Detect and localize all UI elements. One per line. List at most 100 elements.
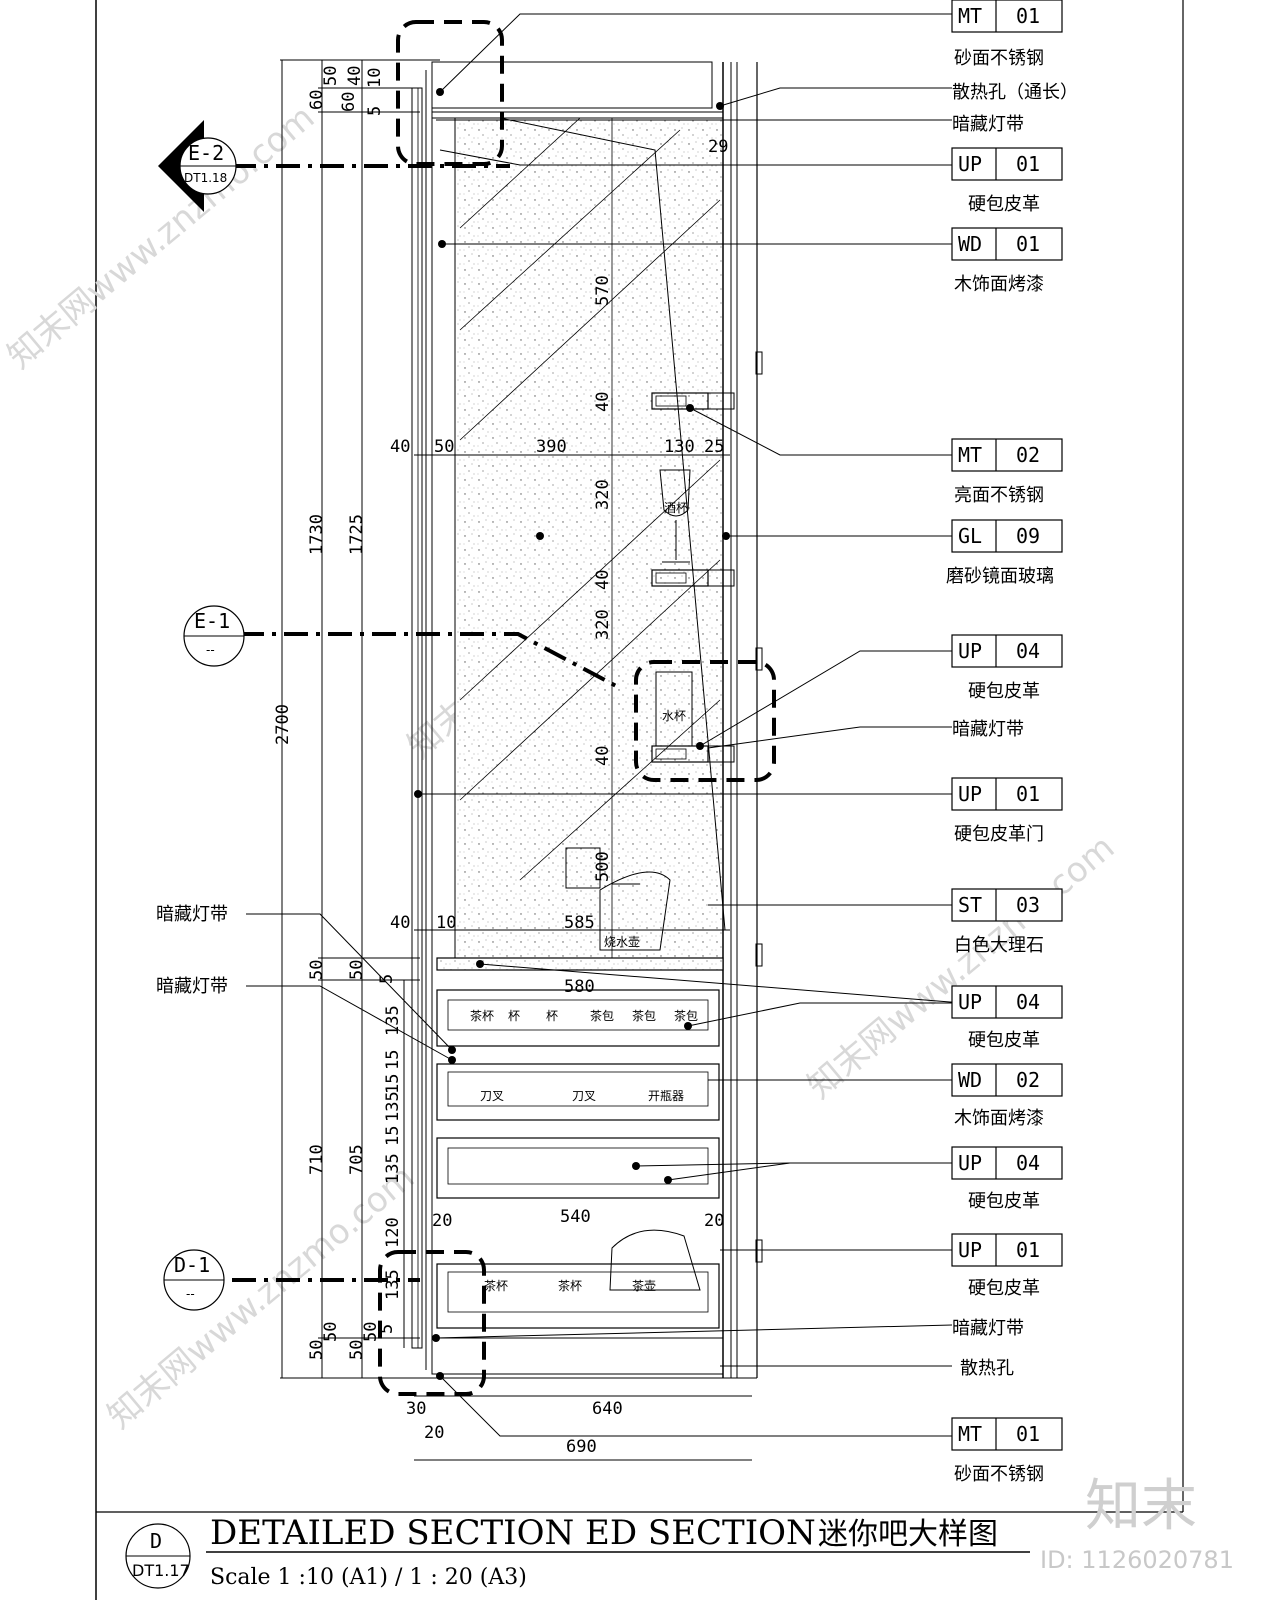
dim-bottom-3: 50 — [347, 1340, 367, 1360]
tag-code: ST — [958, 893, 982, 917]
water-glass-shape — [655, 671, 693, 747]
tag-num: 02 — [1016, 1068, 1040, 1092]
tag-num: 01 — [1016, 152, 1040, 176]
material-note: 散热孔（通长） — [952, 82, 1078, 103]
label-tray1-5: 茶包 — [632, 1008, 656, 1023]
label-tray3-1: 茶杯 — [484, 1278, 508, 1293]
tag-desc: 硬包皮革 — [968, 1278, 1040, 1299]
section-marker-d1: D-1 -- — [163, 1249, 225, 1311]
material-note: 暗藏灯带 — [952, 114, 1024, 135]
dim-drawer-1: 135 — [383, 1005, 403, 1036]
sheet-frame — [95, 0, 1184, 1600]
leader-dots — [414, 88, 730, 1380]
tag-code: UP — [958, 1151, 982, 1175]
dim-bottom-a: 30 — [406, 1399, 426, 1419]
tag-num: 01 — [1016, 782, 1040, 806]
tag-num: 01 — [1016, 1422, 1040, 1446]
dim-bottom-1: 50 — [307, 1340, 327, 1360]
tag-desc: 硬包皮革 — [968, 681, 1040, 702]
dim-top-3: 40 — [345, 66, 365, 86]
drawer-2 — [436, 1063, 720, 1121]
dim-row4-3: 20 — [704, 1211, 724, 1231]
dim-mid-2: 50 — [347, 960, 367, 980]
kettle-shape — [599, 871, 671, 951]
dim-row1-3: 390 — [536, 437, 567, 457]
material-tag: MT 02 亮面不锈钢 — [951, 438, 1063, 506]
dim-row2-1: 40 — [390, 913, 410, 933]
tag-desc: 硬包皮革 — [968, 194, 1040, 215]
tag-code: MT — [958, 443, 982, 467]
dim-row1-2: 50 — [434, 437, 454, 457]
drawer-4 — [436, 1263, 720, 1329]
tag-desc: 硬包皮革 — [968, 1191, 1040, 1212]
label-tray3-2: 茶杯 — [558, 1278, 582, 1293]
dim-shelf-7: 500 — [593, 851, 613, 882]
label-water-glass: 水杯 — [662, 709, 686, 723]
tag-desc: 散热孔（通长） — [952, 82, 1078, 103]
label-tray3-3: 茶壶 — [632, 1278, 656, 1293]
tag-code: UP — [958, 639, 982, 663]
dim-drawer-4: 135 — [383, 1091, 403, 1122]
material-tag: UP 01 硬包皮革 — [951, 147, 1063, 215]
dim-shelf-2: 40 — [593, 392, 613, 412]
marker-e2-ref: DT1.18 — [184, 171, 227, 185]
dim-drawer-8: 135 — [383, 1269, 403, 1300]
dim-bottom-d: 690 — [566, 1437, 597, 1457]
label-kettle: 烧水壶 — [604, 934, 640, 949]
tag-num: 03 — [1016, 893, 1040, 917]
dim-mid-3: 5 — [377, 974, 397, 984]
tag-code: WD — [958, 232, 982, 256]
title-english: DETAILED SECTION ED SECTION — [210, 1513, 816, 1553]
wine-glass-shape — [659, 469, 691, 563]
material-tag: GL 09 磨砂镜面玻璃 — [946, 519, 1063, 587]
tag-code: MT — [958, 1422, 982, 1446]
tag-num: 01 — [1016, 232, 1040, 256]
tag-num: 04 — [1016, 639, 1040, 663]
dim-lower-1: 710 — [307, 1144, 327, 1175]
watermark-text-4: 知末网www.znzmo.com — [100, 1157, 422, 1436]
title-chinese: 迷你吧大样图 — [818, 1517, 998, 1552]
dim-drawer-5: 15 — [383, 1126, 403, 1146]
dim-top-2: 50 — [321, 66, 341, 86]
tag-code: UP — [958, 152, 982, 176]
dim-upper-1: 1730 — [307, 514, 327, 555]
material-tag: UP 04 硬包皮革 — [951, 985, 1063, 1051]
dim-upper-2: 1725 — [347, 514, 367, 555]
leader-lines — [246, 13, 953, 1437]
material-tags: MT 01 砂面不锈钢 散热孔（通长） 暗藏灯带 UP 01 硬包皮革 WD 0… — [946, 0, 1078, 1485]
dim-shelf-3: 320 — [593, 479, 613, 510]
watermark-text-1: 知末网www.znzmo.com — [0, 97, 322, 376]
label-tray1-6: 茶包 — [674, 1008, 698, 1023]
dim-row4-2: 540 — [560, 1207, 591, 1227]
material-tag: WD 01 木饰面烤漆 — [951, 227, 1063, 295]
title-symbol-letter: D — [150, 1529, 162, 1553]
material-tag: MT 01 砂面不锈钢 — [951, 1417, 1063, 1485]
material-tag: MT 01 砂面不锈钢 — [951, 0, 1063, 69]
dim-shelf-5: 320 — [593, 609, 613, 640]
tag-code: WD — [958, 1068, 982, 1092]
callout-middle — [634, 660, 776, 782]
tag-desc: 砂面不锈钢 — [954, 1464, 1044, 1485]
tag-num: 02 — [1016, 443, 1040, 467]
tag-desc: 磨砂镜面玻璃 — [946, 566, 1054, 587]
dim-row2-2: 10 — [436, 913, 456, 933]
marker-e1-ref: -- — [206, 643, 215, 657]
dim-top-4: 10 — [365, 68, 385, 88]
dim-bottom-5: 5 — [377, 1324, 397, 1334]
dim-top-1: 60 — [307, 90, 327, 110]
dimension-text: 2700 1730 1725 710 705 60 50 40 10 60 5 … — [273, 66, 728, 1457]
tag-code: GL — [958, 524, 982, 548]
section-cut-lines — [232, 164, 621, 1282]
tag-desc: 暗藏灯带 — [952, 719, 1024, 740]
drawing-id: ID: 1126020781 — [1040, 1546, 1234, 1574]
cabinet-elevation — [411, 61, 763, 1379]
title-block: D DT1.17 DETAILED SECTION ED SECTION 迷你吧… — [125, 1513, 1030, 1590]
label-tray2-2: 刀叉 — [572, 1089, 596, 1103]
label-tray2-1: 刀叉 — [480, 1089, 504, 1103]
tag-desc: 白色大理石 — [954, 935, 1044, 956]
callout-bottom — [378, 1250, 486, 1396]
tag-code: MT — [958, 4, 982, 28]
dim-shelf-6: 40 — [593, 746, 613, 766]
dim-bottom-c: 640 — [592, 1399, 623, 1419]
